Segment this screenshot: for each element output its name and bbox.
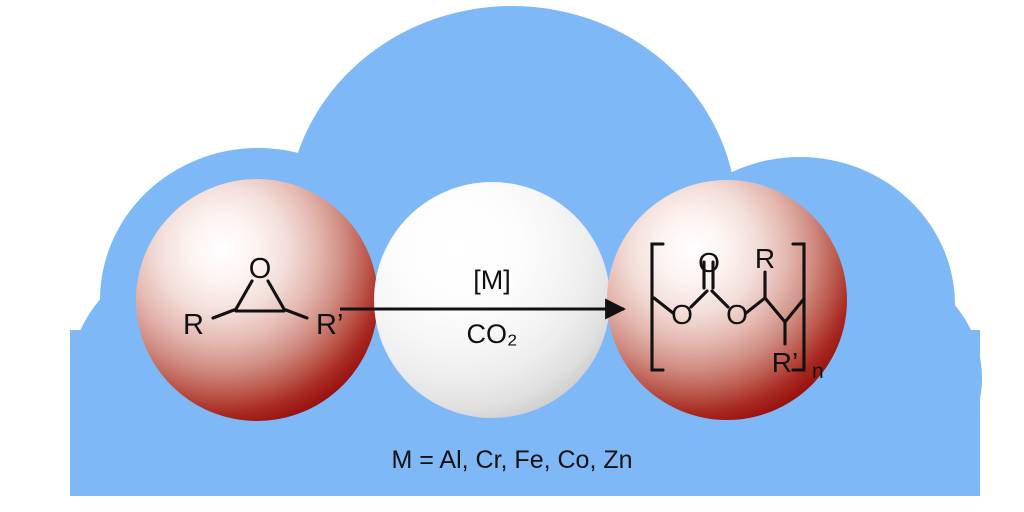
bracket-open [650,242,665,372]
epoxide-bond-o-c2 [266,279,286,311]
sphere-product [607,180,847,420]
ester-oxygen-left-label: O [671,299,693,330]
epoxide-bond-c1-r [211,308,236,320]
arrow-label-co2: CO₂ [467,319,518,349]
polycarbonate-structure [650,242,806,372]
bond-o-to-chR [744,296,767,315]
epoxide-rprime-label: R’ [316,309,343,341]
ester-oxygen-right-label: O [726,299,748,330]
epoxide-bond-c2-rprime [284,308,309,320]
bond-chain-exit [783,298,805,324]
epoxide-r-label: R [183,309,204,341]
epoxide-bond-o-c1 [234,279,254,311]
epoxide-oxygen-label: O [249,253,272,285]
bond-chain-entry [652,296,675,315]
sphere-catalyst [374,182,610,418]
cloud-bottom-trim [0,496,1024,512]
product-rprime-label: R’ [772,347,798,378]
epoxide-structure [211,279,309,320]
bond-o-to-carbonylC [689,289,709,309]
repeat-unit-subscript: n [812,360,824,383]
bond-carbonylC-to-o [710,289,730,309]
arrow-label-catalyst: [M] [473,265,511,295]
sphere-reactant [136,179,378,421]
product-r-label: R [755,243,775,274]
co2-text: CO₂ [467,319,518,349]
bracket-close [791,242,806,372]
metal-caption: M = Al, Cr, Fe, Co, Zn [391,446,633,474]
bond-chR-to-chRprime [763,296,787,324]
carbonyl-oxygen-label: O [698,247,720,278]
